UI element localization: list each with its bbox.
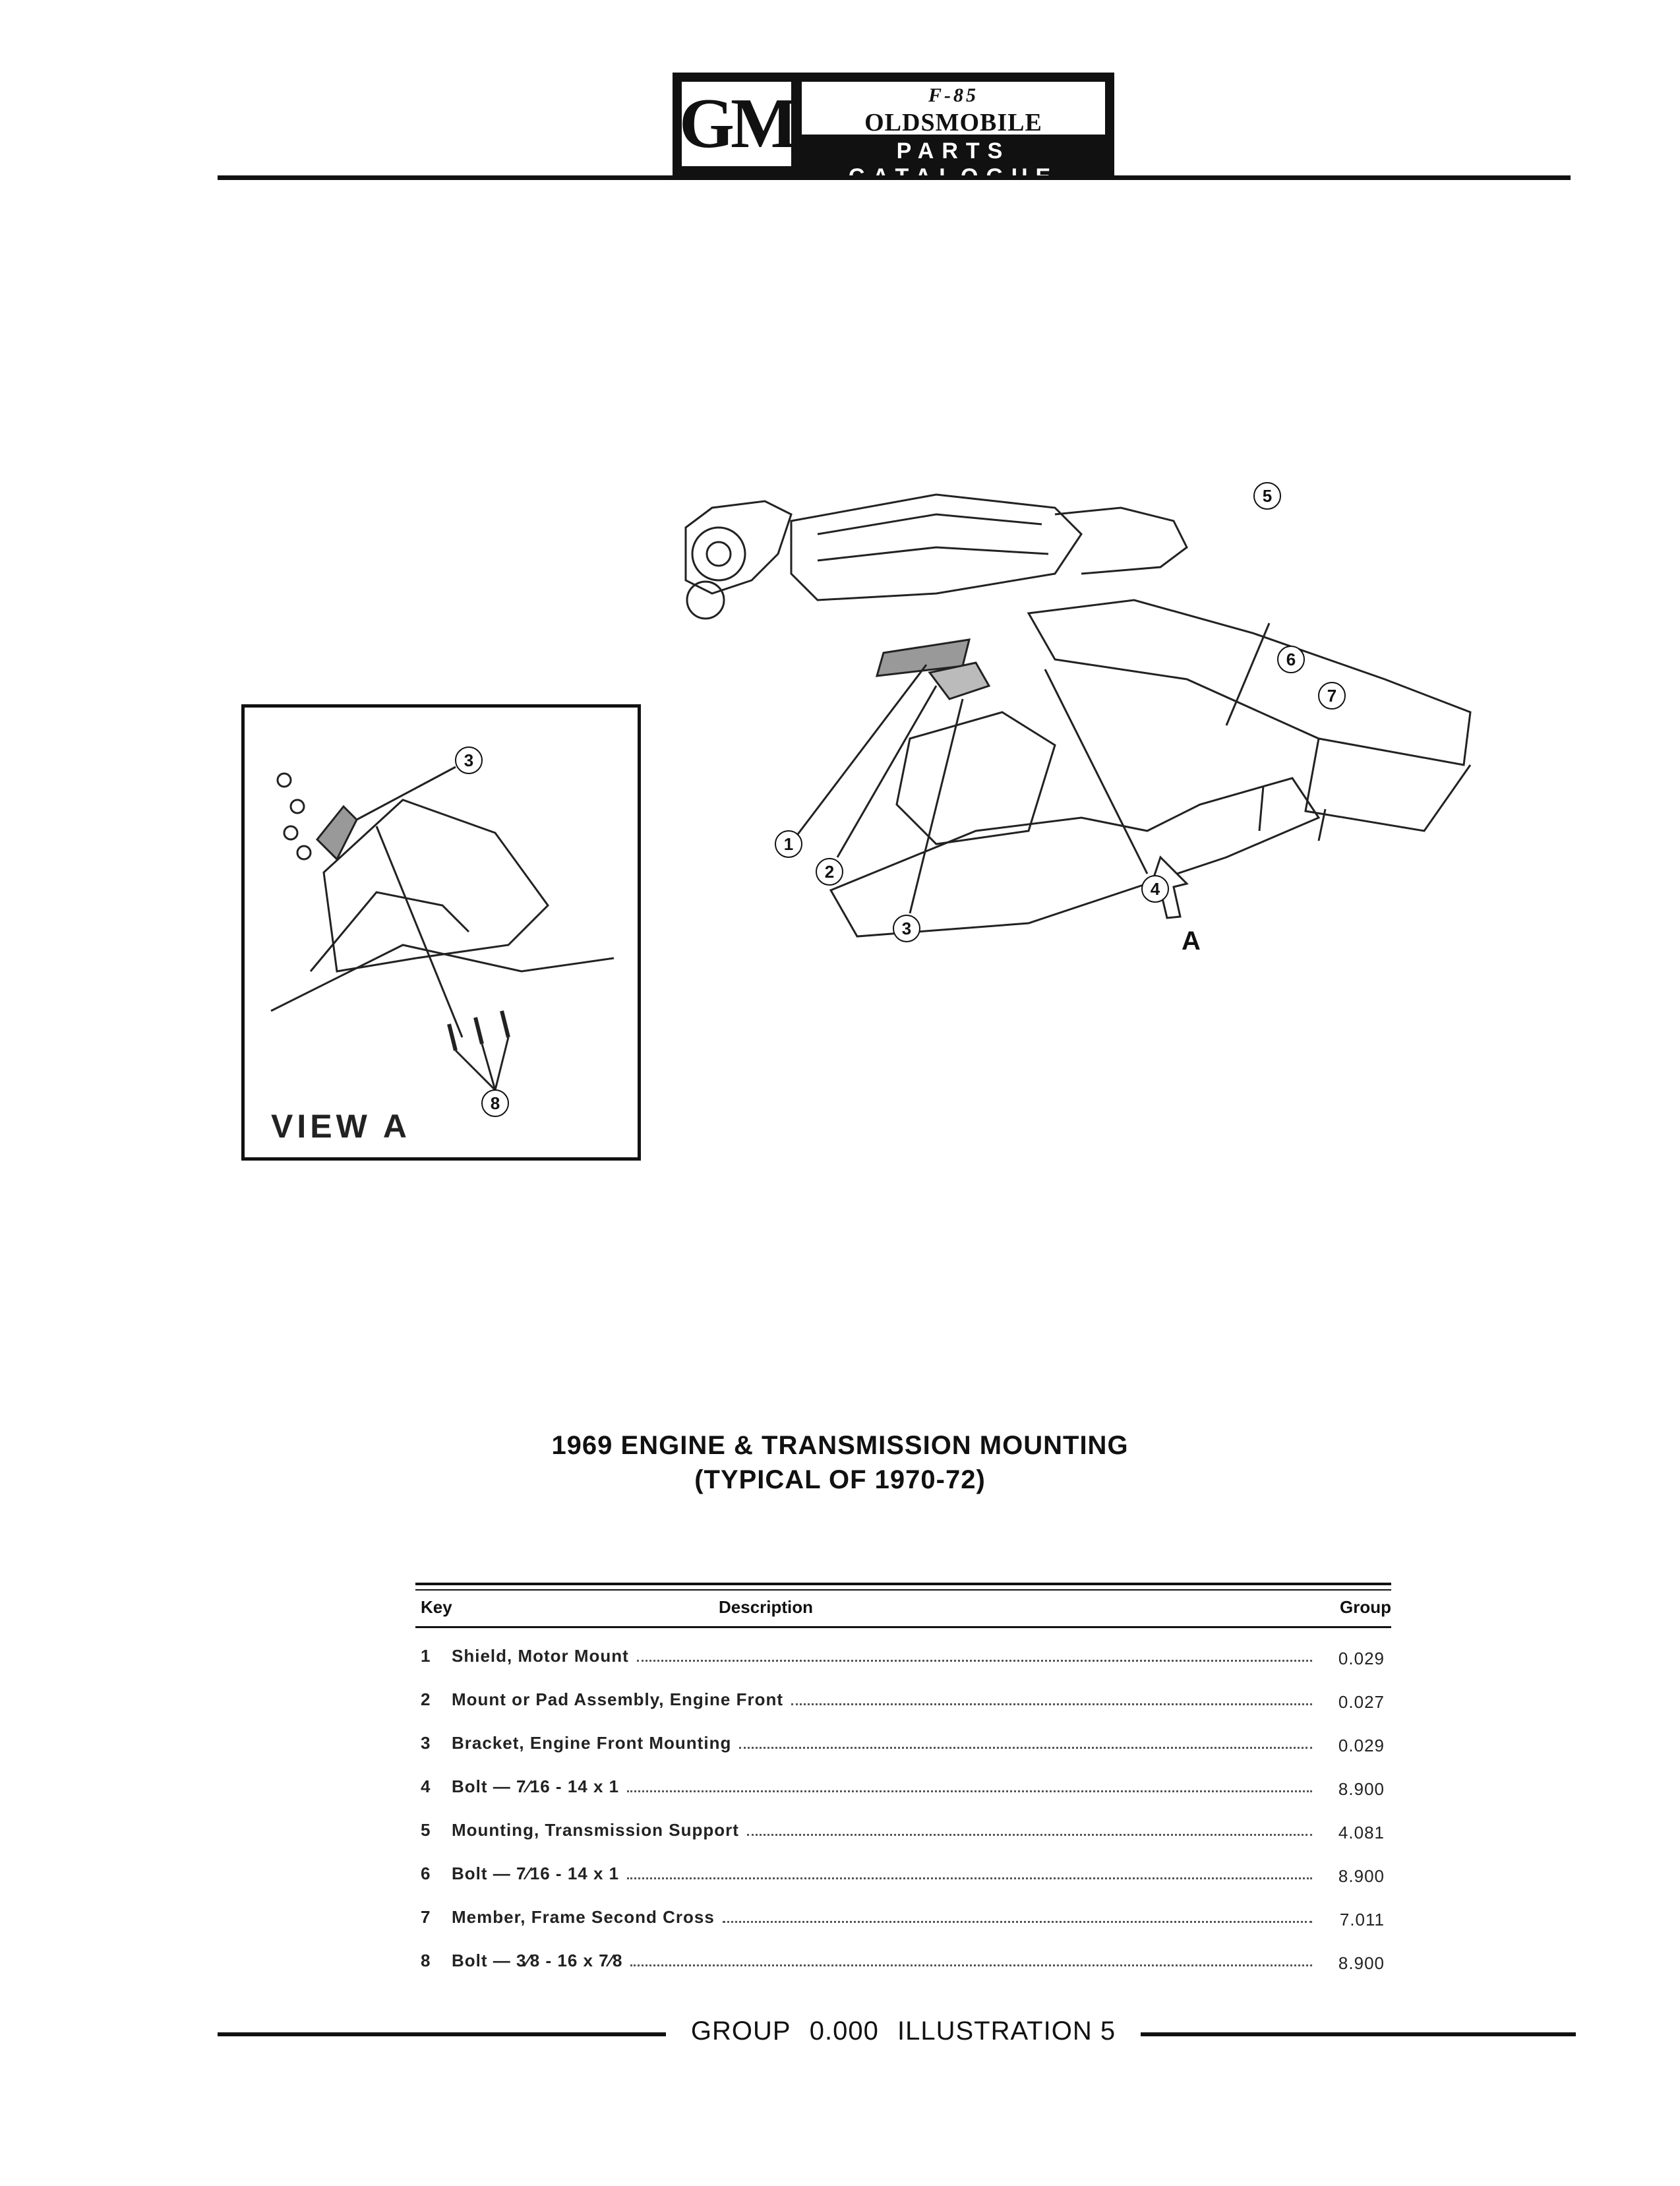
- header-rule: [218, 175, 1571, 180]
- callout-1: 1: [775, 830, 802, 858]
- brand-box: F-85 OLDSMOBILE: [802, 82, 1105, 137]
- row-group: 0.027: [1338, 1692, 1385, 1712]
- row-description: Bolt — 7⁄16 - 14 x 1: [452, 1864, 620, 1883]
- row-group: 4.081: [1338, 1823, 1385, 1842]
- page-footer: GROUP 0.000 ILLUSTRATION 5: [666, 2017, 1141, 2046]
- table-row: 7 Member, Frame Second Cross 7.011: [415, 1907, 1391, 1936]
- transmission: [1054, 506, 1188, 575]
- view-a-callout-8: 8: [481, 1089, 509, 1117]
- brand-name: OLDSMOBILE: [864, 109, 1042, 137]
- column-header-group: Group: [1340, 1597, 1391, 1617]
- svg-text:4: 4: [1151, 879, 1160, 899]
- column-header-key: Key: [421, 1597, 452, 1617]
- catalogue-label: PARTS CATALOGUE: [849, 138, 1050, 189]
- svg-text:3: 3: [902, 919, 911, 938]
- table-row: 5 Mounting, Transmission Support 4.081: [415, 1820, 1391, 1849]
- row-key: 1: [421, 1646, 431, 1666]
- row-group: 0.029: [1338, 1649, 1385, 1668]
- svg-text:2: 2: [825, 862, 834, 882]
- row-description: Shield, Motor Mount: [452, 1646, 629, 1666]
- footer-group-number: 0.000: [809, 2017, 879, 2046]
- row-key: 6: [421, 1864, 431, 1883]
- table-header-rule: [415, 1626, 1391, 1628]
- row-key: 5: [421, 1820, 431, 1840]
- row-group: 7.011: [1339, 1910, 1385, 1929]
- bracket-detail: [315, 805, 358, 861]
- row-key: 4: [421, 1776, 431, 1796]
- mount-bracket: [895, 711, 1056, 845]
- svg-text:1: 1: [784, 834, 793, 854]
- f85-mark: F-85: [928, 84, 978, 106]
- table-row: 4 Bolt — 7⁄16 - 14 x 1 8.900: [415, 1776, 1391, 1806]
- row-key: 2: [421, 1689, 431, 1709]
- column-header-description: Description: [719, 1597, 814, 1617]
- arrow-label: A: [1182, 926, 1201, 956]
- lower-frame: [829, 777, 1321, 938]
- gm-logo: GM: [679, 82, 798, 166]
- table-rule-top: [415, 1583, 1391, 1585]
- footer-illustration-label: ILLUSTRATION 5: [897, 2017, 1116, 2046]
- table-row: 8 Bolt — 3⁄8 - 16 x 7⁄8 8.900: [415, 1951, 1391, 1980]
- view-a-callout-3: 3: [455, 746, 483, 774]
- callout-2: 2: [816, 858, 843, 886]
- table-row: 2 Mount or Pad Assembly, Engine Front 0.…: [415, 1689, 1391, 1718]
- callout-7: 7: [1318, 682, 1346, 710]
- callout-5: 5: [1253, 482, 1281, 510]
- view-a-inset: 3 8 VIEW A: [241, 704, 641, 1161]
- table-row: 1 Shield, Motor Mount 0.029: [415, 1646, 1391, 1675]
- frame-rail-detail: [322, 799, 549, 973]
- page-title: 1969 ENGINE & TRANSMISSION MOUNTING: [551, 1431, 1129, 1460]
- row-description: Bolt — 3⁄8 - 16 x 7⁄8: [452, 1951, 623, 1970]
- svg-text:7: 7: [1327, 686, 1336, 706]
- callout-6: 6: [1277, 646, 1305, 673]
- frame-rail: [1027, 599, 1472, 766]
- view-a-label: VIEW A: [271, 1108, 411, 1145]
- table-row: 6 Bolt — 7⁄16 - 14 x 1 8.900: [415, 1864, 1391, 1893]
- footer-rule-right: [1141, 2032, 1576, 2036]
- engine-front-mount: [928, 661, 991, 700]
- page-subtitle: (TYPICAL OF 1970-72): [694, 1465, 986, 1494]
- callout-4: 4: [1141, 875, 1169, 903]
- table-rule-top-thin: [415, 1589, 1391, 1591]
- svg-text:6: 6: [1286, 650, 1296, 669]
- row-group: 8.900: [1338, 1866, 1385, 1886]
- row-key: 8: [421, 1951, 431, 1970]
- callout-3: 3: [893, 915, 920, 942]
- row-key: 3: [421, 1733, 431, 1753]
- pulley-assembly: [684, 500, 793, 595]
- row-key: 7: [421, 1907, 431, 1927]
- view-a-drawing: 3 8: [270, 746, 615, 1117]
- row-description: Mounting, Transmission Support: [452, 1820, 739, 1840]
- cross-member: [1304, 738, 1472, 832]
- engine-block: [790, 493, 1083, 601]
- svg-text:5: 5: [1263, 486, 1272, 506]
- svg-text:3: 3: [464, 750, 473, 770]
- engine-transmission-illustration: 1 2 3 4 5 6 7 A: [684, 482, 1472, 956]
- row-group: 8.900: [1338, 1953, 1385, 1973]
- row-description: Mount or Pad Assembly, Engine Front: [452, 1689, 784, 1709]
- row-description: Bolt — 7⁄16 - 14 x 1: [452, 1776, 620, 1796]
- row-description: Bracket, Engine Front Mounting: [452, 1733, 732, 1753]
- row-group: 0.029: [1338, 1736, 1385, 1755]
- footer-rule-left: [218, 2032, 666, 2036]
- svg-text:8: 8: [491, 1093, 500, 1113]
- row-group: 8.900: [1338, 1779, 1385, 1799]
- footer-group-label: GROUP: [690, 2017, 791, 2046]
- row-description: Member, Frame Second Cross: [452, 1907, 715, 1927]
- table-row: 3 Bracket, Engine Front Mounting 0.029: [415, 1733, 1391, 1762]
- catalogue-logo: GM F-85 OLDSMOBILE PARTS CATALOGUE: [673, 73, 1114, 189]
